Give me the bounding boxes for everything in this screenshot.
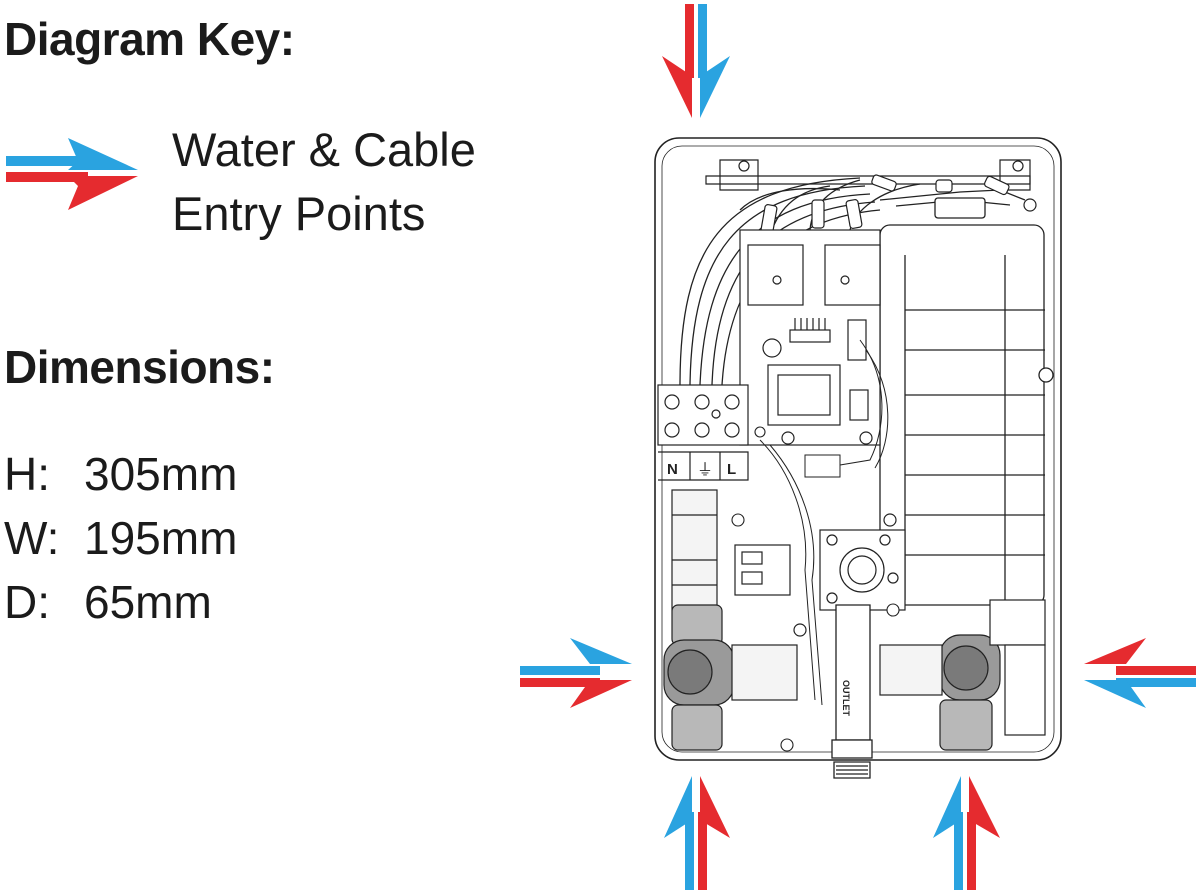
dimension-width: W: 195mm [4,506,237,570]
left-entry-arrow-icon [520,638,632,708]
key-line-2: Entry Points [172,187,426,240]
dimension-value: 65mm [84,576,212,628]
terminal-label-neutral: N [667,461,678,478]
dimension-value: 195mm [84,512,238,564]
key-entry-arrow-icon [6,138,138,210]
right-entry-arrow-icon [1084,638,1196,708]
top-entry-arrow-icon [662,4,730,118]
control-board [739,229,881,446]
terminal-label-earth: ⏚ [697,460,713,479]
outlet-label: OUTLET [841,680,851,716]
top-rail [705,159,1031,191]
flow-valve [734,513,906,637]
bottom-right-entry-arrow-icon [933,776,1000,890]
dimension-value: 305mm [84,448,238,500]
bottom-left-entry-arrow-icon [664,776,730,890]
dimension-label: W: [4,512,60,564]
outlet-pipe [831,604,873,779]
mounting-screws [731,426,900,752]
terminal-label-live: L [727,461,736,478]
key-red-arrow [6,172,138,210]
heater-tank [879,197,1054,606]
dimension-label: H: [4,448,50,500]
dimension-depth: D: 65mm [4,570,237,634]
left-inlet-fitting [663,489,798,751]
internal-wiring [759,339,889,706]
dimension-label: D: [4,576,50,628]
right-inlet-fitting [879,599,1046,751]
key-description: Water & Cable Entry Points [172,118,476,246]
diagram-key-heading: Diagram Key: [4,13,295,65]
dimensions-list: H: 305mm W: 195mm D: 65mm [4,442,237,634]
dimensions-heading: Dimensions: [4,341,275,393]
key-blue-arrow [6,138,138,170]
dimension-height: H: 305mm [4,442,237,506]
key-line-1: Water & Cable [172,123,476,176]
terminal-block [657,384,749,481]
